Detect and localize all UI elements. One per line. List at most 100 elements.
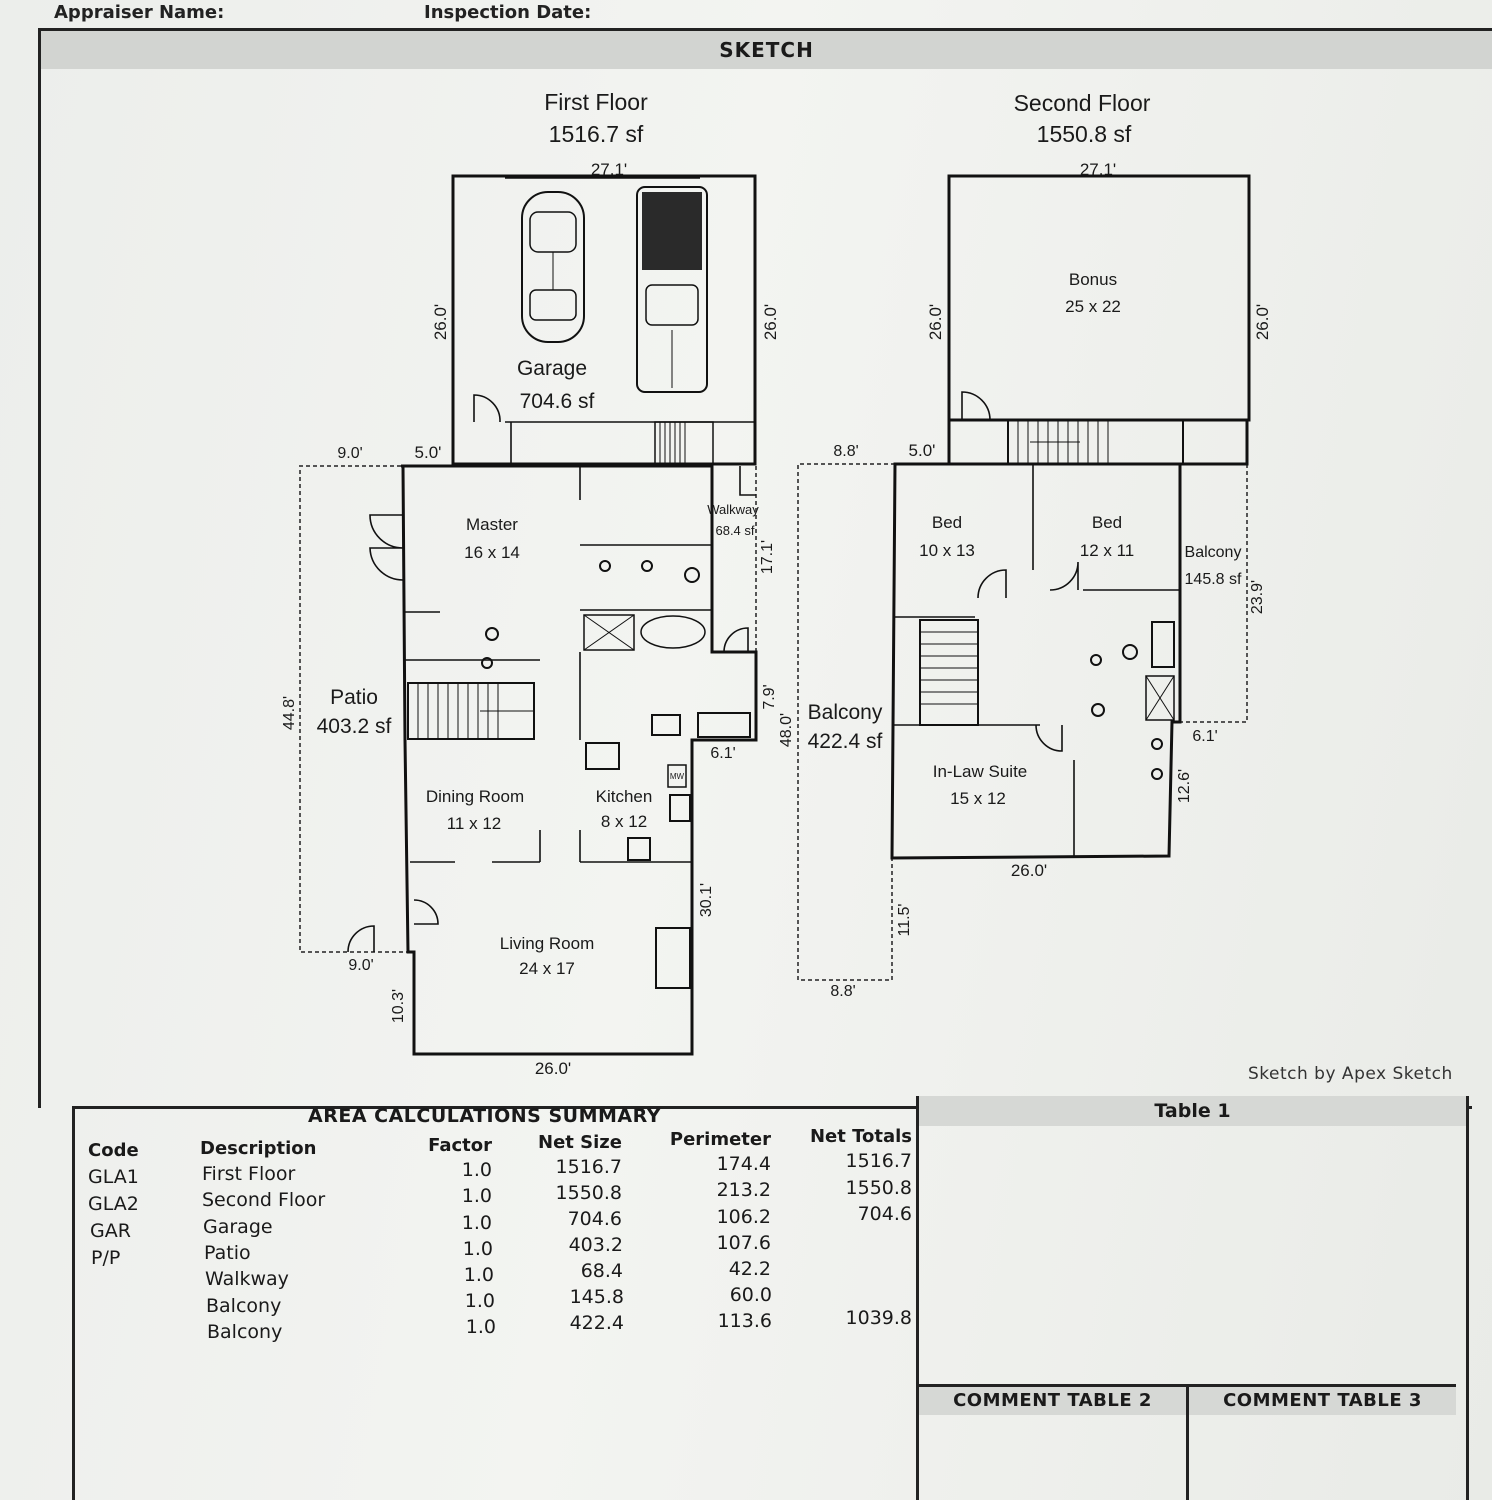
sf-dim-balcony2-side: 23.9'	[1249, 580, 1266, 614]
second-floor-title: Second Floor	[1014, 90, 1151, 116]
patio-label: Patio	[330, 686, 378, 709]
garage-area: 704.6 sf	[520, 390, 595, 413]
row-factor: 1.0	[461, 1185, 492, 1207]
row-code: P/P	[91, 1247, 121, 1269]
garage-label: Garage	[517, 357, 587, 380]
master-size: 16 x 14	[464, 543, 520, 562]
garage-stairs	[654, 421, 714, 465]
table1-title: Table 1	[1154, 1100, 1231, 1122]
col-header-code: Code	[88, 1140, 139, 1161]
area-summary-title: AREA CALCULATIONS SUMMARY	[308, 1105, 661, 1127]
row-factor: 1.0	[461, 1159, 492, 1181]
sf-dim-right: 26.0'	[1253, 304, 1272, 340]
living-door-swing	[413, 899, 439, 925]
sketch-section-title: SKETCH	[719, 38, 814, 62]
col-header-net-size: Net Size	[538, 1132, 622, 1153]
row-factor: 1.0	[463, 1264, 494, 1286]
sf-dim-balcony-bottom: 8.8'	[830, 983, 855, 1000]
first-floor-area: 1516.7 sf	[549, 121, 644, 147]
sf-dim-bottom: 26.0'	[1011, 861, 1047, 880]
row-perimeter: 113.6	[717, 1310, 772, 1332]
ff-dim-walkway-side: 17.1'	[759, 540, 776, 574]
bed1-door-swing	[977, 569, 1007, 599]
suite-label: In-Law Suite	[933, 762, 1028, 781]
row-description: Garage	[203, 1216, 273, 1238]
suite-door-swing	[1035, 724, 1063, 752]
living-room-label: Living Room	[500, 934, 595, 953]
bonus-door-swing	[961, 391, 991, 421]
ff-dim-kitchen-out: 6.1'	[710, 745, 735, 762]
row-net-size: 68.4	[580, 1260, 623, 1282]
dining-room-size: 11 x 12	[447, 814, 502, 833]
row-perimeter: 60.0	[729, 1284, 772, 1306]
ff-dim-living-right: 30.1'	[698, 883, 715, 917]
row-net-total: 704.6	[857, 1203, 912, 1225]
sf-dim-balcony-top: 8.8'	[833, 443, 858, 460]
kitchen-size: 8 x 12	[601, 812, 647, 831]
sf-dim-step-top: 5.0'	[909, 441, 936, 460]
row-code: GLA1	[88, 1166, 139, 1188]
balcony-small-outline	[1172, 464, 1248, 723]
ff-dim-patio-side: 44.8'	[281, 696, 298, 730]
bonus-size: 25 x 22	[1065, 297, 1121, 316]
row-net-size: 145.8	[569, 1286, 624, 1308]
row-net-total: 1039.8	[845, 1307, 912, 1329]
balcony-small-label: Balcony	[1185, 544, 1242, 561]
row-perimeter: 107.6	[716, 1232, 771, 1254]
sf-dim-balcony-low: 11.5'	[896, 903, 913, 936]
row-perimeter: 106.2	[716, 1206, 771, 1228]
microwave-label: MW	[670, 772, 685, 781]
comment-table-3-title: COMMENT TABLE 3	[1223, 1390, 1422, 1411]
sf-dim-suite-right: 12.6'	[1176, 769, 1193, 803]
sketch-credit: Sketch by Apex Sketch	[1248, 1064, 1453, 1084]
bed1-label: Bed	[932, 513, 962, 532]
comment-table-2-title: COMMENT TABLE 2	[953, 1390, 1152, 1411]
patio-french-doors	[369, 514, 404, 581]
first-floor-outline	[401, 464, 758, 1056]
summary-left-rule	[72, 1106, 75, 1500]
patio-door-swing	[347, 925, 375, 953]
row-code: GLA2	[88, 1193, 139, 1215]
bonus-label: Bonus	[1069, 270, 1117, 289]
walkway-door	[739, 466, 756, 496]
patio-outline	[299, 465, 410, 953]
row-net-size: 403.2	[568, 1234, 623, 1256]
second-floor-landing-stairs	[1007, 419, 1184, 465]
row-description: Walkway	[205, 1268, 289, 1290]
ff-dim-kitchen-step: 7.9'	[761, 684, 778, 709]
ff-dim-patio-top: 9.0'	[337, 445, 362, 462]
first-floor-stairs	[407, 682, 535, 740]
row-net-size: 1516.7	[555, 1156, 622, 1178]
table1-header: Table 1	[919, 1096, 1466, 1126]
row-net-size: 1550.8	[555, 1182, 622, 1204]
bed2-label: Bed	[1092, 513, 1122, 532]
master-label: Master	[466, 515, 518, 534]
row-description: Balcony	[206, 1295, 282, 1317]
ff-dim-bottom: 26.0'	[535, 1059, 571, 1078]
balcony-large-area: 422.4 sf	[808, 730, 883, 753]
living-room-size: 24 x 17	[519, 959, 575, 978]
bed2-door-swing	[1049, 561, 1079, 591]
row-factor: 1.0	[461, 1212, 492, 1234]
row-net-total: 1550.8	[845, 1177, 912, 1199]
bathroom-fixtures-icon	[481, 560, 706, 669]
first-floor-title: First Floor	[544, 89, 648, 115]
col-header-perimeter: Perimeter	[669, 1129, 771, 1150]
dining-room-label: Dining Room	[426, 787, 524, 806]
inspection-date-label: Inspection Date:	[424, 2, 592, 23]
garage-outline	[451, 174, 757, 466]
row-description: Patio	[204, 1242, 251, 1264]
patio-area: 403.2 sf	[317, 715, 392, 738]
balcony-small-area: 145.8 sf	[1185, 571, 1242, 588]
col-header-description: Description	[200, 1138, 317, 1159]
ff-dim-top: 27.1'	[591, 160, 627, 179]
kitchen-label: Kitchen	[596, 787, 653, 806]
frame-left-rule	[38, 28, 41, 1108]
floor-plan-drawing: First Floor 1516.7 sf Garage 704.6 sf	[281, 89, 1272, 1078]
table1-right-rule	[1466, 1096, 1469, 1500]
second-floor-area: 1550.8 sf	[1037, 121, 1132, 147]
second-floor-stairs	[919, 619, 979, 726]
row-description: Balcony	[207, 1321, 283, 1343]
ff-dim-garage-right: 26.0'	[761, 304, 780, 340]
